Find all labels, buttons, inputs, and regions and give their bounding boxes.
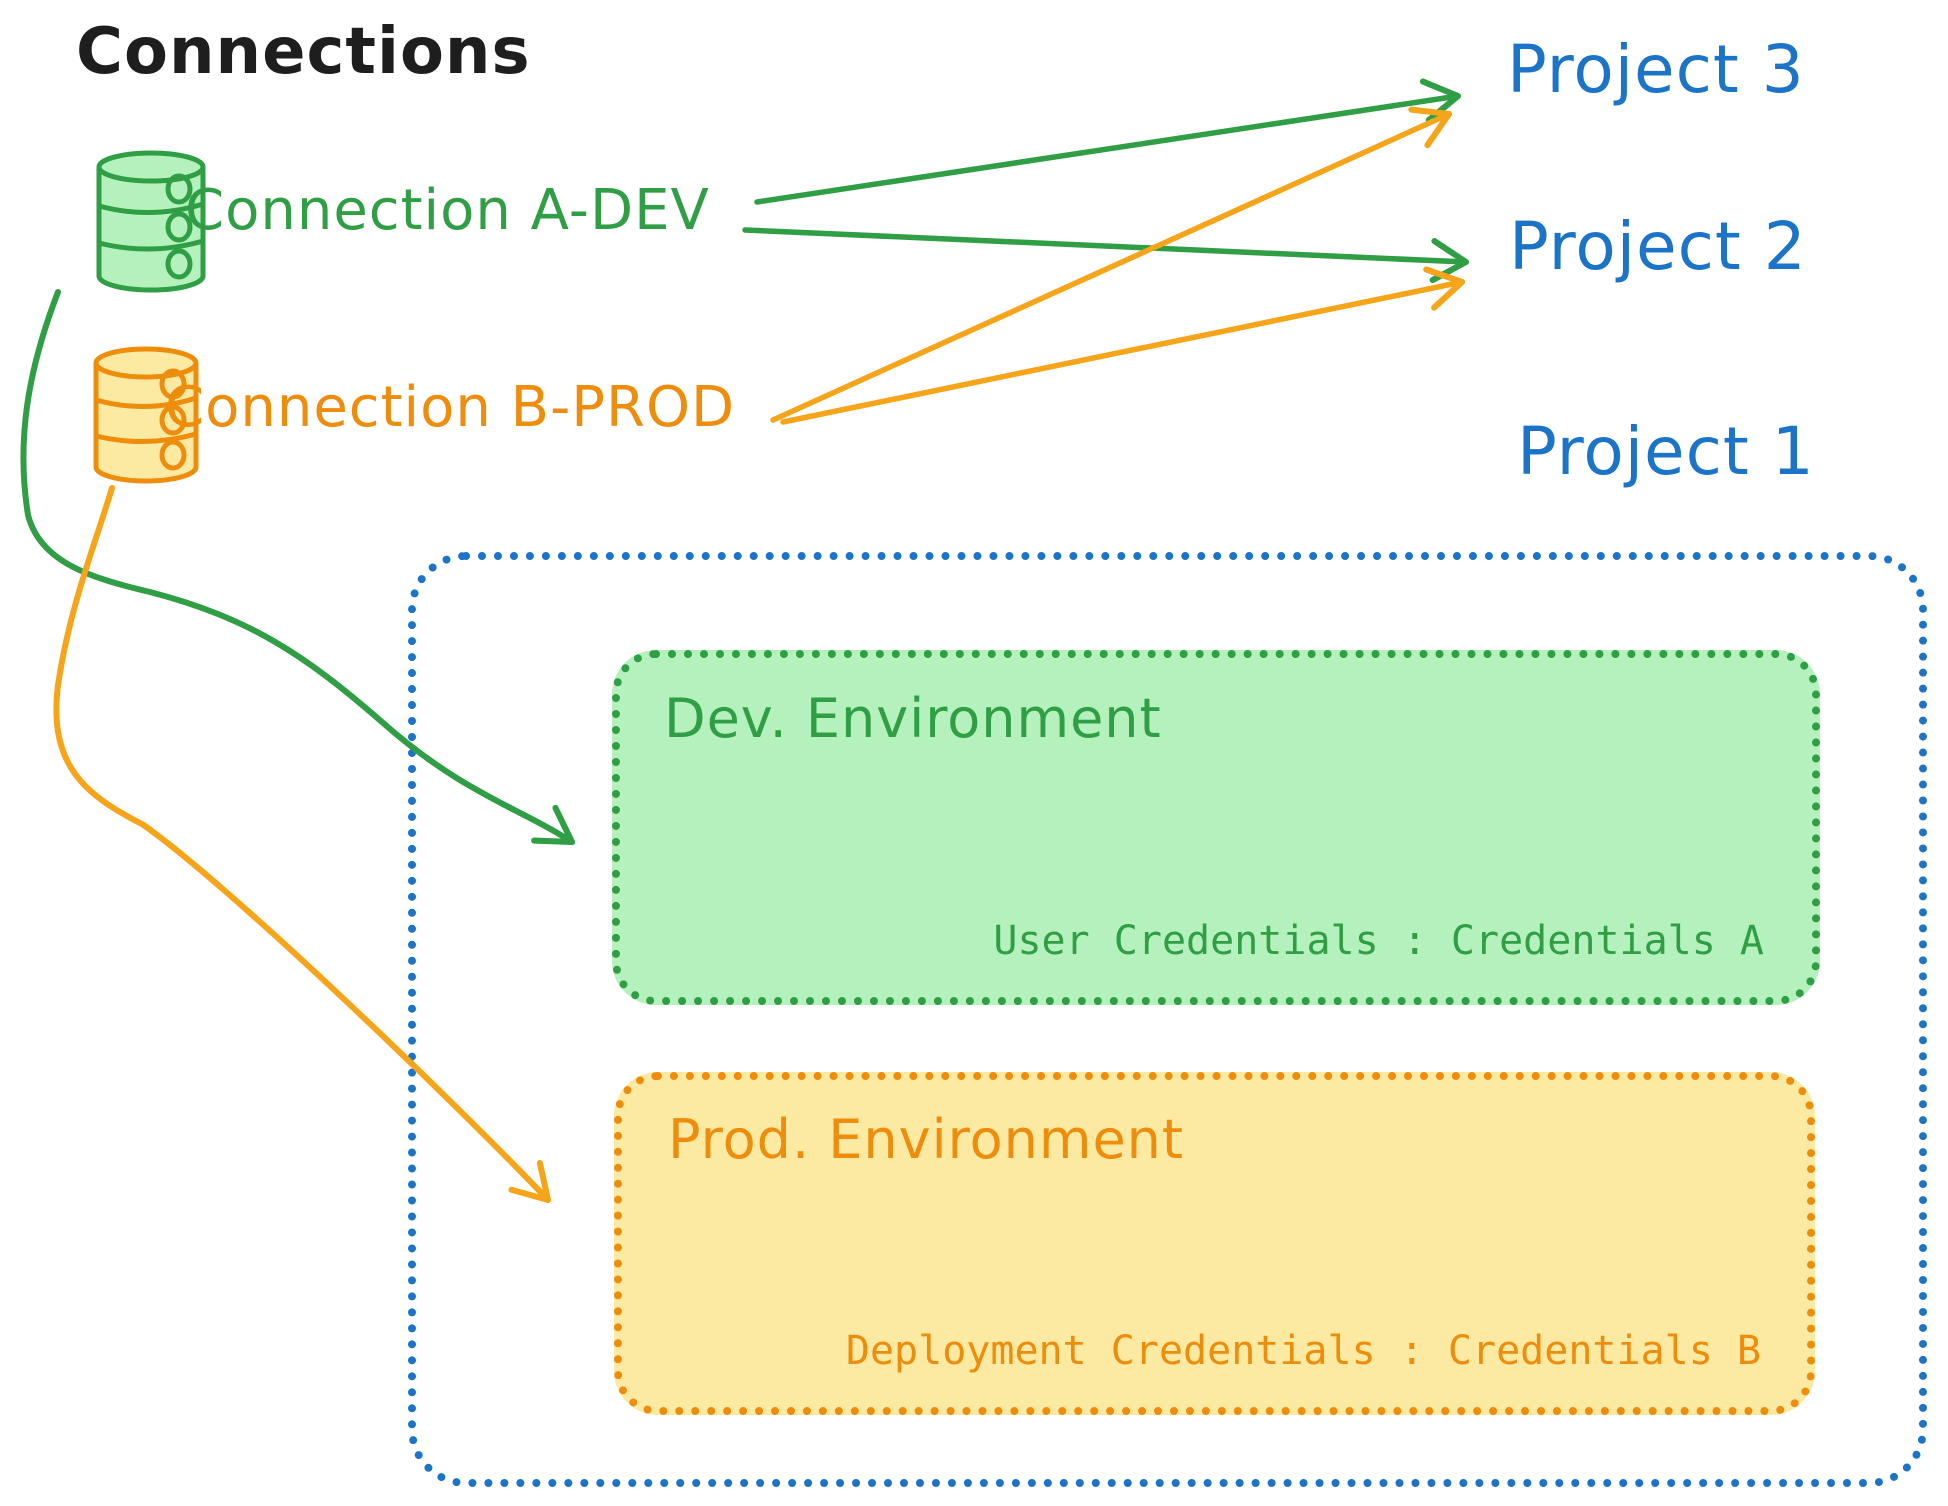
arrow-b-prod-to-project-3 bbox=[770, 106, 1453, 423]
project-2-label: Project 2 bbox=[1509, 208, 1807, 285]
dev-credentials-text: User Credentials : Credentials A bbox=[993, 918, 1764, 964]
project-3-label: Project 3 bbox=[1507, 31, 1805, 108]
arrow-a-dev-to-project-2 bbox=[742, 227, 1470, 284]
arrow-a-dev-to-project-3 bbox=[754, 78, 1462, 205]
connection-a-dev-label: Connection A-DEV bbox=[185, 178, 710, 243]
connections-title: Connections bbox=[76, 15, 531, 89]
arrow-b-prod-to-project-2 bbox=[780, 266, 1466, 425]
dev-environment-box: Dev. Environment User Credentials : Cred… bbox=[612, 650, 1820, 1005]
prod-environment-title: Prod. Environment bbox=[668, 1108, 1185, 1171]
dev-environment-title: Dev. Environment bbox=[664, 687, 1162, 750]
prod-credentials-text: Deployment Credentials : Credentials B bbox=[845, 1328, 1761, 1374]
connection-b-prod-label: Connection B-PROD bbox=[165, 375, 736, 440]
project-1-label: Project 1 bbox=[1517, 413, 1815, 490]
prod-environment-box: Prod. Environment Deployment Credentials… bbox=[614, 1072, 1815, 1415]
